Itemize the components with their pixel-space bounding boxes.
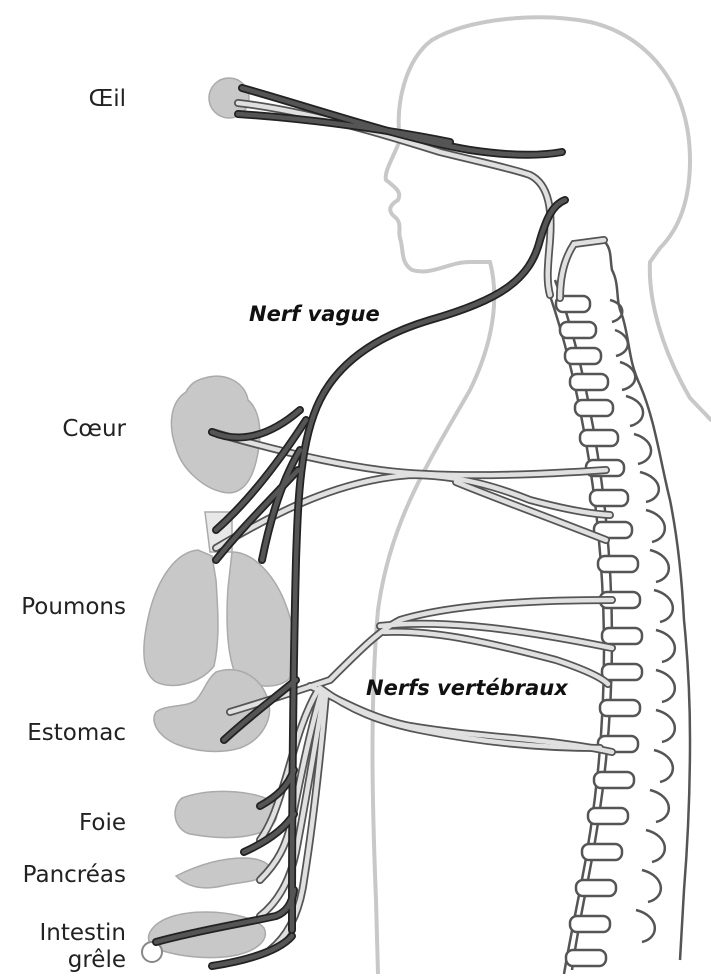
label-vagus-nerve: Nerf vague bbox=[249, 302, 380, 326]
label-vertebral-nerves: Nerfs vertébraux bbox=[366, 676, 568, 700]
label-eye: Œil bbox=[89, 86, 126, 113]
label-pancreas: Pancréas bbox=[23, 862, 126, 889]
label-small-intestine-line2: grêle bbox=[40, 947, 127, 974]
label-liver: Foie bbox=[79, 810, 126, 837]
label-stomach: Estomac bbox=[27, 720, 126, 747]
label-heart: Cœur bbox=[62, 416, 126, 443]
pancreas-organ bbox=[176, 858, 270, 888]
lungs-organ bbox=[144, 550, 296, 686]
label-small-intestine: Intestin grêle bbox=[40, 920, 127, 974]
label-lungs: Poumons bbox=[21, 594, 126, 621]
label-small-intestine-line1: Intestin bbox=[40, 920, 127, 947]
